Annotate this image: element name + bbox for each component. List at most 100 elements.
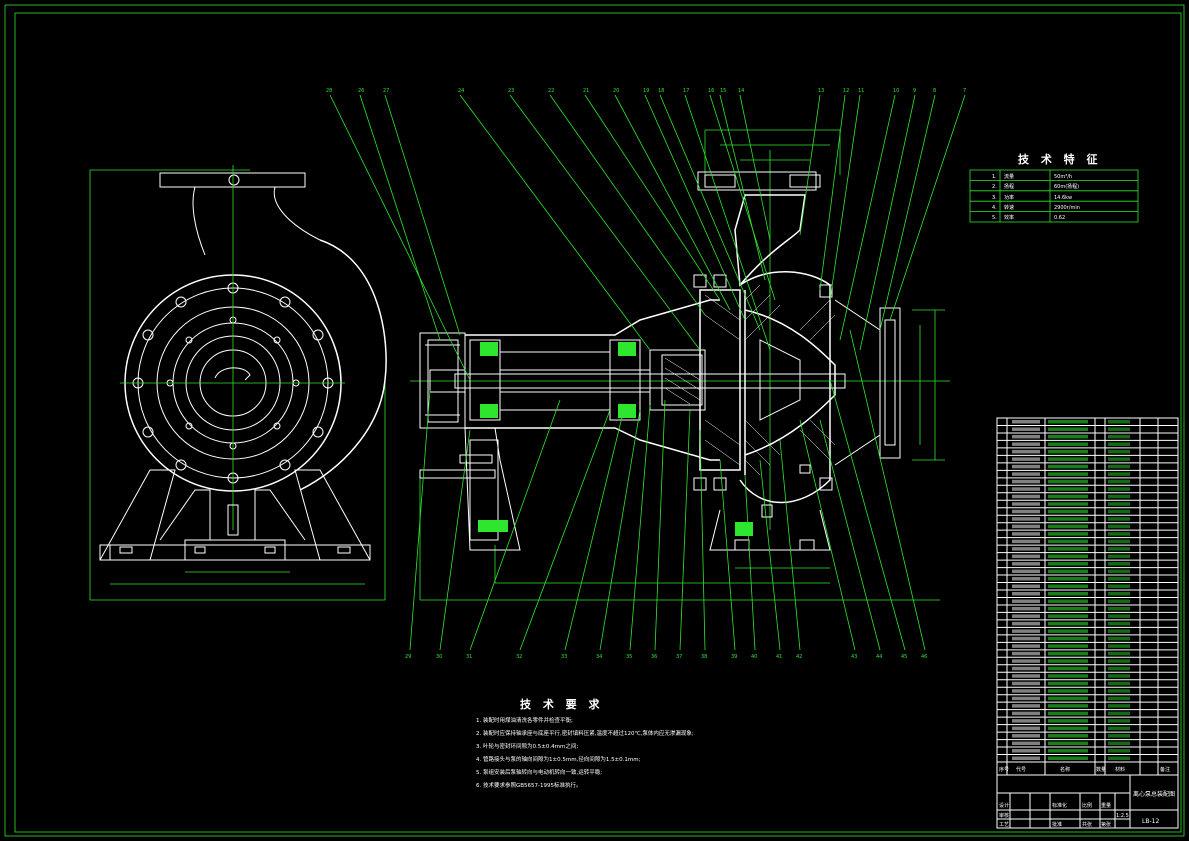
leader-label: 35 [626,654,632,660]
leader-label: 32 [516,654,522,660]
leader-label: 43 [851,654,857,660]
title-block-label: 工艺 [999,822,1009,828]
tech-requirements: 技 术 要 求 1. 装配时用煤油清洗各零件并检查平衡; 2. 装配时应保持轴承… [476,697,694,789]
spec-no: 1. [992,174,997,180]
parts-list-name-cell [1048,434,1088,439]
parts-list-material-cell [1108,502,1130,506]
parts-list-material-cell [1108,659,1130,663]
spec-no: 4. [992,205,997,211]
tech-req-item: 1. 装配时用煤油清洗各零件并检查平衡; [476,716,573,724]
tech-req-item: 3. 叶轮与密封环间隙为0.5±0.4mm之间; [476,742,578,750]
parts-list-material-cell [1108,569,1130,574]
leader-label: 17 [683,88,689,94]
leader-label: 45 [901,654,907,660]
parts-list-material-cell [1108,621,1130,626]
leader-label: 9 [913,88,916,94]
parts-header: 备注 [1160,766,1170,773]
leader-label: 46 [921,654,927,660]
parts-list-name-cell [1048,532,1088,536]
tech-req-item: 4. 管路接头与泵的轴向间隙为1±0.5mm,径向间隙为1.5±0.1mm; [476,755,641,763]
spec-name: 功率 [1004,194,1014,201]
parts-list-code-cell [1012,532,1040,536]
leader-label: 22 [548,88,554,94]
title-block-label: 批准 [1052,821,1062,828]
parts-list-name-cell [1048,584,1088,588]
leader-label: 36 [651,654,657,660]
leader-label: 7 [963,88,966,94]
parts-header: 材料 [1115,766,1125,773]
leader-label: 28 [326,88,332,94]
leader-label: 11 [858,88,864,94]
leader-label: 18 [658,88,664,94]
parts-list-name-cell [1048,681,1088,686]
leader-label: 44 [876,654,882,660]
leader-label: 26 [358,88,364,94]
parts-list-name-cell [1048,741,1088,746]
parts-list-material-cell [1108,539,1130,544]
parts-list-name-cell [1048,659,1088,663]
parts-list-material-cell [1108,449,1130,454]
parts-list-material-cell [1108,479,1130,484]
parts-list-name-cell [1048,621,1088,626]
tech-req-item: 6. 技术要求参照GB5657-1995标准执行。 [476,781,582,789]
parts-list-material-cell [1108,509,1130,514]
leader-label: 24 [458,88,464,94]
parts-list-code-cell [1012,756,1040,760]
parts-list-code-cell [1012,434,1040,439]
parts-list-name-cell [1048,457,1088,461]
leader-label: 19 [643,88,649,94]
spec-value: 50m³/h [1054,174,1072,180]
parts-list-material-cell [1108,517,1130,521]
parts-list-name-cell [1048,726,1088,731]
parts-list-name-cell [1048,756,1088,760]
title-block-label: 审核 [999,812,1009,819]
parts-list-name-cell [1048,427,1088,431]
spec-value: 2900r/min [1054,205,1080,211]
drawing-code: LB-12 [1142,818,1159,825]
leader-label: 37 [676,654,682,660]
parts-list-name-cell [1048,517,1088,521]
parts-list-name-cell [1048,719,1088,723]
spec-name: 流量 [1004,173,1014,180]
parts-list-code-cell [1012,554,1040,559]
parts-list-material-cell [1108,457,1130,461]
parts-list-material-cell [1108,614,1130,618]
scale-value: 1:2.5 [1116,813,1129,819]
parts-list-name-cell [1048,629,1088,633]
parts-list-code-cell [1012,711,1040,716]
parts-list-code-cell [1012,562,1040,566]
parts-list-name-cell [1048,479,1088,484]
parts-list-material-cell [1108,494,1130,499]
parts-list-name-cell [1048,502,1088,506]
leader-label: 33 [561,654,567,660]
parts-list-material-cell [1108,719,1130,723]
parts-list-code-cell [1012,621,1040,626]
parts-list-code-cell [1012,539,1040,544]
parts-list-material-cell [1108,696,1130,701]
parts-list-code-cell [1012,614,1040,618]
parts-list-name-cell [1048,592,1088,596]
parts-list-material-cell [1108,472,1130,476]
parts-list-material-cell [1108,427,1130,431]
leader-label: 38 [701,654,707,660]
parts-list-name-cell [1048,442,1088,446]
parts-list-name-cell [1048,547,1088,551]
parts-list-name-cell [1048,569,1088,574]
parts-list-material-cell [1108,577,1130,581]
leader-label: 39 [731,654,737,660]
parts-list-name-cell [1048,464,1088,469]
leader-label: 13 [818,88,824,94]
parts-list-code-cell [1012,487,1040,491]
spec-value: 60m(扬程) [1054,183,1079,190]
leader-label: 15 [720,88,726,94]
leader-label: 42 [796,654,802,660]
leader-label: 34 [596,654,602,660]
parts-header: 名称 [1060,766,1070,773]
parts-list-name-cell [1048,689,1088,693]
parts-list-name-cell [1048,606,1088,611]
parts-list-name-cell [1048,472,1088,476]
parts-list-name-cell [1048,651,1088,656]
parts-list-name-cell [1048,696,1088,701]
spec-no: 2. [992,184,997,190]
spec-value: 14.6kw [1054,195,1072,201]
